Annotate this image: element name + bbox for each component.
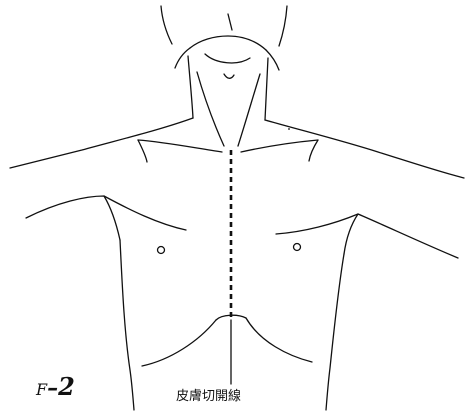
clavicle-dot bbox=[288, 128, 290, 130]
costal-margin-left bbox=[142, 320, 216, 366]
neck-left bbox=[188, 56, 193, 118]
arm-right-lower bbox=[344, 214, 458, 258]
neck-right bbox=[265, 58, 268, 120]
nipple-left bbox=[158, 247, 165, 254]
arm-left-lower bbox=[26, 196, 120, 240]
head-left-line bbox=[161, 6, 172, 44]
torso-left-side bbox=[120, 240, 134, 410]
clavicle-left-end bbox=[138, 140, 147, 162]
pec-right bbox=[276, 214, 358, 234]
shoulder-right bbox=[265, 120, 464, 178]
figure-label-letter: F bbox=[36, 380, 47, 399]
chin-underside bbox=[205, 54, 250, 63]
torso-right-side bbox=[326, 254, 344, 410]
chin-outline bbox=[190, 36, 266, 50]
head-right-line bbox=[279, 6, 287, 46]
clavicle-right bbox=[241, 140, 318, 152]
figure-label-dash: – bbox=[47, 375, 58, 401]
clavicle-right-end bbox=[309, 140, 318, 161]
nipple-right bbox=[294, 244, 301, 251]
scm-right bbox=[238, 74, 260, 146]
incision-annotation: 皮膚切開線 bbox=[176, 385, 241, 404]
costal-margin-right bbox=[246, 318, 312, 362]
scm-left bbox=[197, 72, 224, 146]
nose-line bbox=[228, 14, 232, 30]
adams-apple bbox=[224, 74, 234, 78]
figure-label-number: 2 bbox=[58, 372, 75, 401]
clavicle-left bbox=[138, 140, 222, 152]
figure-label: F–2 bbox=[36, 372, 75, 401]
